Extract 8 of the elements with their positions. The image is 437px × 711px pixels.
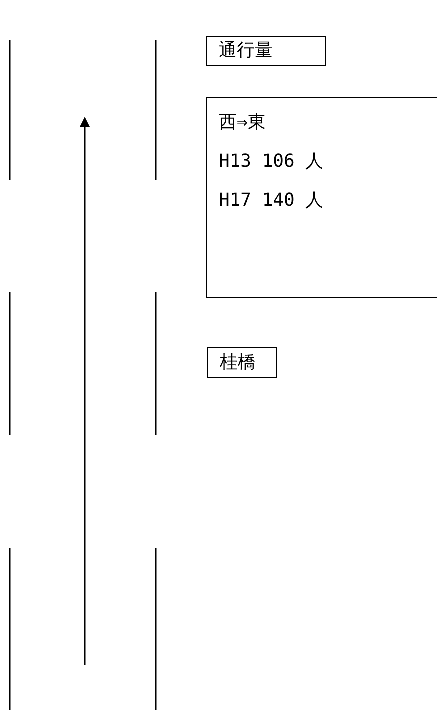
node-text: H13 106 人 — [219, 152, 324, 172]
node-text: 西⇒東 — [219, 113, 266, 133]
node-text: H17 140 人 — [219, 191, 324, 211]
place-label-box — [207, 347, 277, 378]
node-text: 通行量 — [219, 41, 273, 61]
title-label-box — [206, 36, 326, 66]
info-box — [206, 97, 437, 298]
node-text: 桂橋 — [220, 353, 256, 373]
